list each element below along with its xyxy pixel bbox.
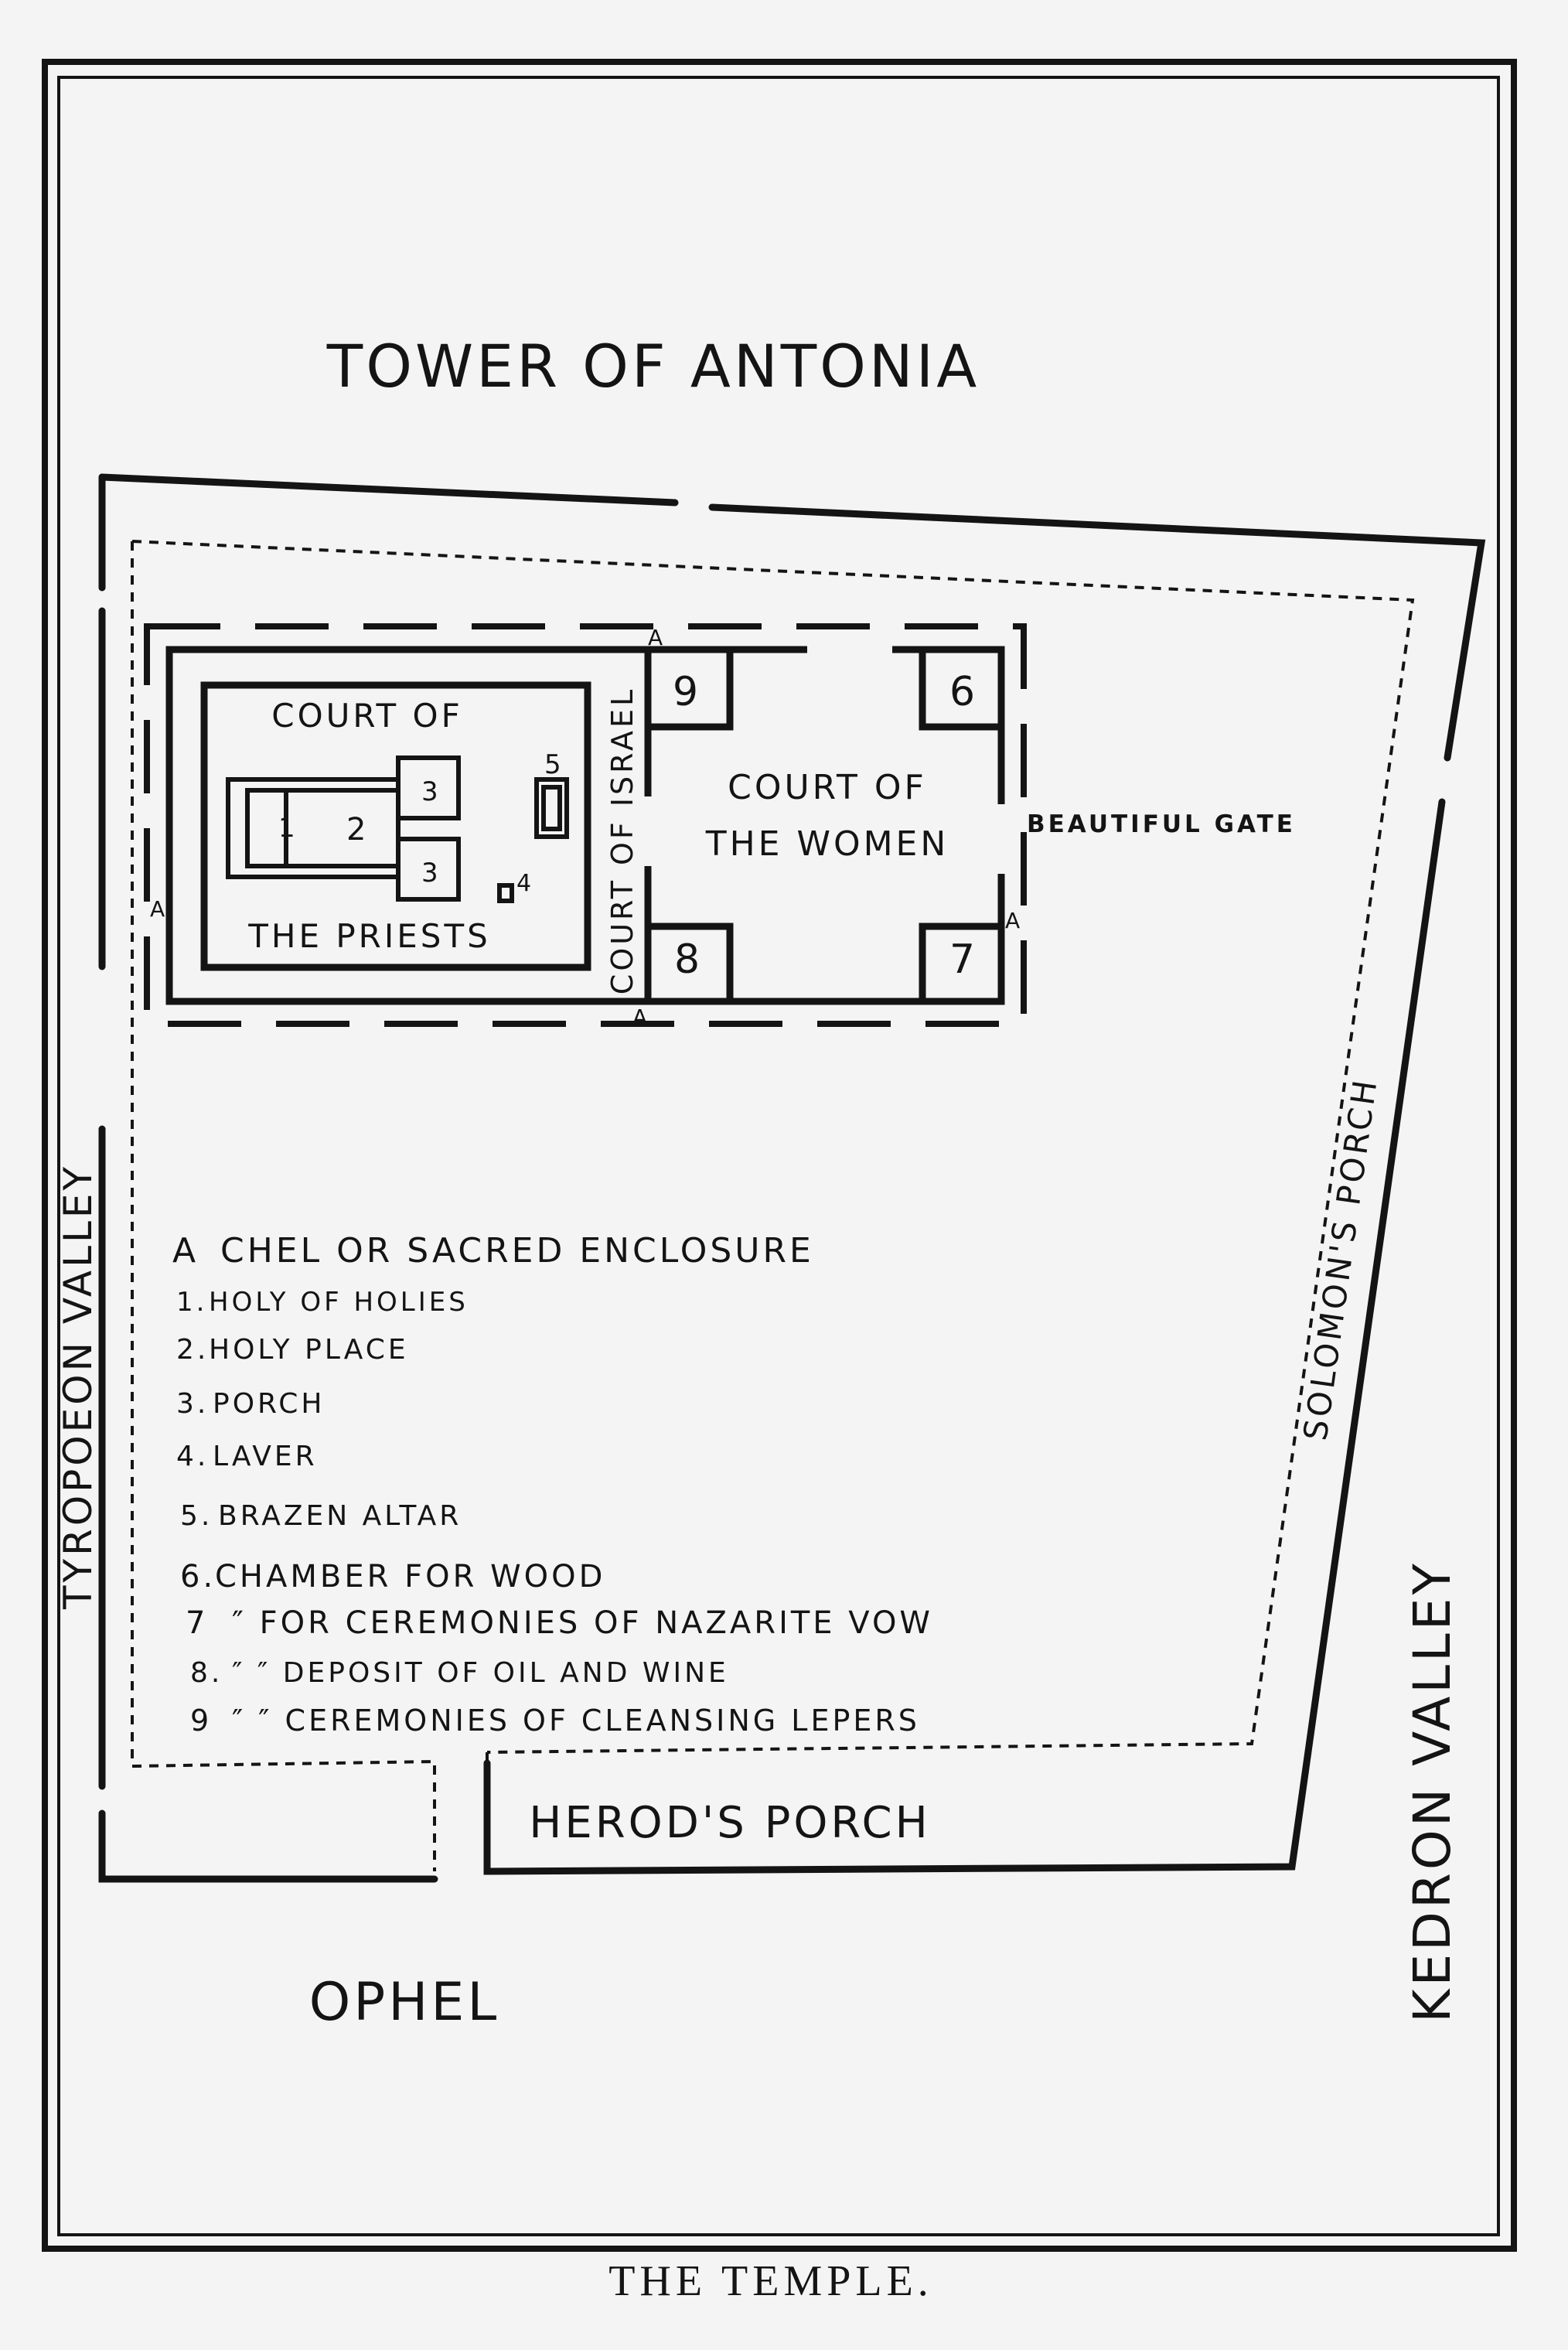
svg-text:8.: 8. [190,1657,223,1689]
court-of-women-label-1: COURT OF [728,768,927,807]
laver [497,883,514,903]
svg-text:″ ″ CEREMONIES OF CLEANSING: ″ ″ CEREMONIES OF CLEANSING LEPERS [232,1704,920,1738]
svg-text:A: A [648,625,666,650]
legend-item: 7 ″ FOR CEREMONIES OF NAZARITE VOW [186,1605,933,1641]
svg-text:1: 1 [278,813,298,844]
legend-item: 5.BRAZEN ALTAR [180,1500,462,1532]
svg-text:BRAZEN ALTAR: BRAZEN ALTAR [218,1500,462,1532]
outer-wall [98,473,1486,1883]
legend-item: 3.PORCH [176,1388,325,1420]
figure-caption: THE TEMPLE. [608,2257,933,2305]
svg-text:″ ″ DEPOSIT OF OIL AND WINE: ″ ″ DEPOSIT OF OIL AND WINE [232,1657,729,1689]
tyropoeon-valley-label: TYROPOEON VALLEY [56,1164,101,1610]
chamber-6 [919,646,1005,731]
court-of-israel-label: COURT OF ISRAEL [605,687,639,994]
ophel-label: OPHEL [309,1972,500,2033]
herods-porch-label: HEROD'S PORCH [529,1798,931,1848]
svg-text:2: 2 [346,812,369,848]
svg-text:A: A [172,1231,199,1271]
svg-text:A: A [150,896,168,922]
svg-text:4: 4 [516,870,534,897]
page-frame [42,59,1517,2252]
chamber-7 [919,923,1005,1005]
sanctuary-labels: 1 2 3 3 4 5 9 6 8 7 [278,669,978,983]
svg-text:3.: 3. [176,1388,209,1420]
brazen-altar [534,777,569,839]
chamber-8 [644,923,734,1005]
svg-text:CHEL OR SACRED ENCLOSURE: CHEL OR SACRED ENCLOSURE [220,1231,814,1271]
svg-text:6: 6 [949,669,978,715]
chel-markers: A A A A [150,625,1023,1030]
chel-enclosure [131,540,1415,1871]
svg-text:5: 5 [544,749,564,780]
porch-south [396,837,461,902]
svg-text:7: 7 [949,936,978,983]
svg-text:″ FOR CEREMONIES OF NAZARITE V: ″ FOR CEREMONIES OF NAZARITE VOW [232,1605,933,1641]
court-of-priests-label-2: THE PRIESTS [247,917,491,955]
svg-text:3: 3 [421,858,441,888]
svg-text:A: A [632,1004,650,1030]
svg-text:CHAMBER FOR WOOD: CHAMBER FOR WOOD [215,1559,605,1595]
beautiful-gate-label: BEAUTIFUL GATE [1027,810,1296,838]
kedron-valley-label: KEDRON VALLEY [1403,1560,1462,2023]
svg-text:A: A [1005,908,1023,933]
legend-item: 4.LAVER [176,1441,318,1472]
chamber-9 [644,646,734,731]
legend: A CHEL OR SACRED ENCLOSURE 1.HOLY OF HOLI… [172,1231,933,1738]
sanctuary [226,755,569,903]
legend-item: A CHEL OR SACRED ENCLOSURE [172,1231,814,1271]
temple-courts [144,623,1027,1027]
svg-text:7: 7 [186,1605,208,1641]
legend-item: 8. ″ ″ DEPOSIT OF OIL AND WINE [190,1657,729,1689]
svg-text:LAVER: LAVER [213,1441,318,1472]
svg-text:PORCH: PORCH [213,1388,325,1420]
svg-text:3: 3 [421,776,441,807]
svg-text:6.: 6. [180,1559,216,1595]
legend-item: 1.HOLY OF HOLIES [176,1287,469,1318]
svg-text:2.: 2. [176,1334,209,1366]
court-of-priests-wall [200,681,591,971]
court-of-women-label-2: THE WOMEN [705,824,949,864]
svg-text:HOLY PLACE: HOLY PLACE [209,1334,409,1366]
solomons-porch-label: SOLOMON'S PORCH [1296,1075,1384,1443]
svg-text:5.: 5. [180,1500,213,1532]
legend-item: 9 ″ ″ CEREMONIES OF CLEANSING LEPERS [190,1704,920,1738]
court-of-priests-label-1: COURT OF [271,697,462,735]
tower-of-antonia-label: TOWER OF ANTONIA [326,332,980,401]
svg-text:HOLY OF HOLIES: HOLY OF HOLIES [209,1287,469,1318]
svg-text:9: 9 [673,669,701,715]
svg-text:1.: 1. [176,1287,207,1318]
porch-north [396,755,461,820]
legend-item: 6.CHAMBER FOR WOOD [180,1559,605,1595]
svg-text:9: 9 [190,1704,212,1738]
svg-text:4.: 4. [176,1441,209,1472]
legend-item: 2.HOLY PLACE [176,1334,409,1366]
svg-text:8: 8 [674,936,703,983]
